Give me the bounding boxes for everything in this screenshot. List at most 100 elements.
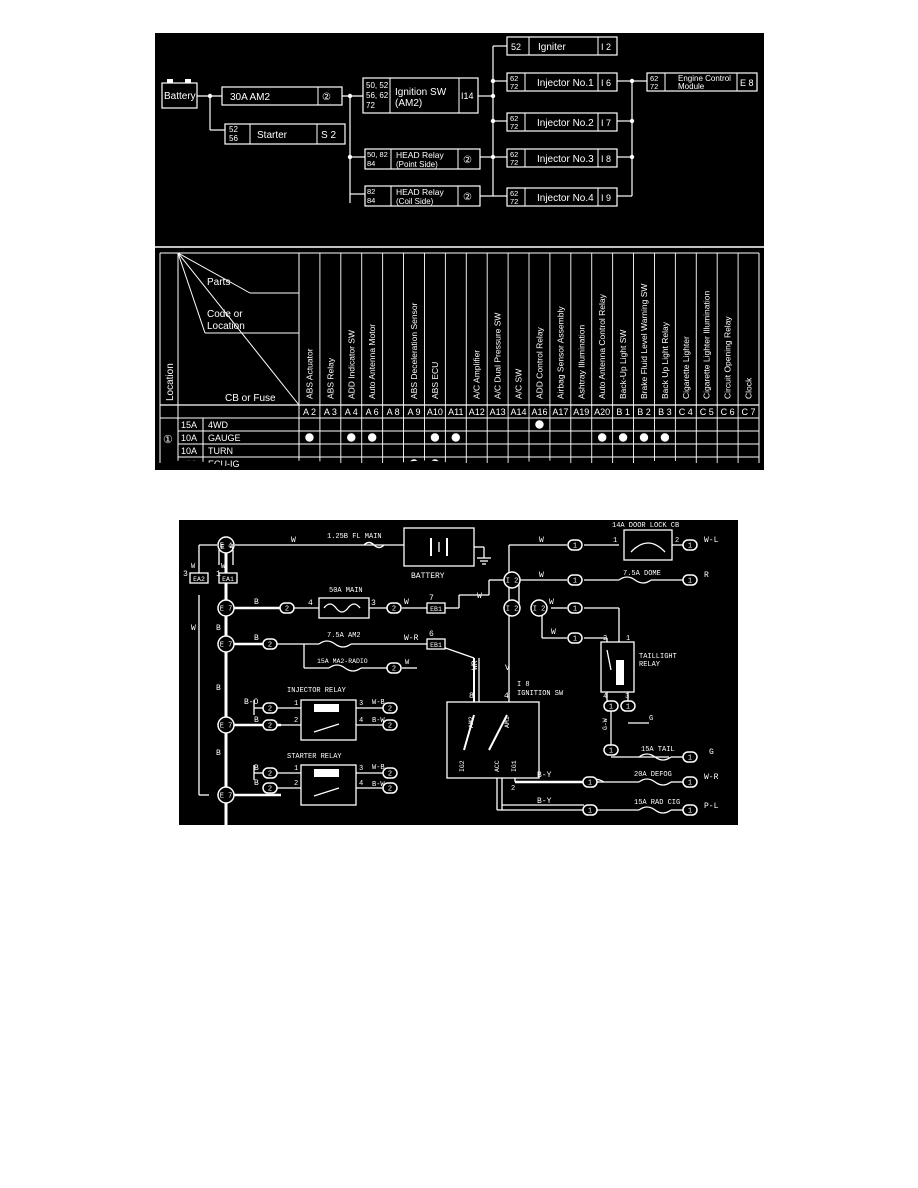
injector-pins1: 62: [510, 150, 518, 159]
connector-oval: 1: [682, 574, 698, 586]
column-part-label: Brake Fluid Level Warning SW: [639, 284, 649, 399]
connector-oval: 1: [567, 602, 583, 614]
wire-b-4: B: [254, 764, 259, 773]
connector-pin: 1: [609, 704, 613, 712]
row-fuse: 4WD: [208, 420, 229, 430]
location-ref: ①: [163, 434, 173, 446]
connector-pin: 2: [388, 706, 392, 714]
table-dot: [597, 433, 607, 442]
pin-am1: AM1: [504, 716, 511, 728]
wire-v: V: [505, 664, 510, 673]
connector-box: EA2: [189, 572, 209, 584]
tl-pin3: 3: [625, 693, 629, 701]
head-coil-pins2: 84: [367, 196, 375, 205]
ignition-pins3: 72: [366, 101, 375, 110]
column-code-label: A11: [448, 407, 463, 417]
fuse-am2-label: 30A AM2: [230, 92, 270, 103]
pin-acc: ACC: [494, 760, 501, 772]
rad-cig-label: 15A RAD CIG: [634, 799, 680, 807]
injector-pins2: 72: [510, 197, 518, 206]
code-header: Code or: [207, 309, 243, 320]
connector-box: EB1: [426, 602, 446, 614]
column-code-label: A12: [469, 407, 485, 417]
column-part-label: A/C SW: [514, 369, 524, 399]
tl-pin4: 4: [603, 693, 607, 701]
ecm-label: Engine Control: [678, 74, 731, 83]
connector-label: I 2: [506, 606, 519, 614]
st-pin1: 1: [294, 765, 298, 773]
dome-label: 7.5A DOME: [623, 570, 661, 578]
column-part-label: ABS Relay: [325, 357, 335, 399]
table-dot: [660, 433, 670, 442]
connector-pin: 1: [573, 578, 577, 586]
column-code-label: A 2: [303, 407, 316, 417]
column-code-label: B 3: [658, 407, 672, 417]
connector-pin: 2: [268, 771, 272, 779]
wire-b-3: B: [254, 716, 259, 725]
column-part-label: Clock: [744, 377, 754, 399]
column-code-label: A16: [531, 407, 547, 417]
taillight-label: TAILLIGHT: [639, 653, 677, 661]
column-part-label: ABS Actuator: [304, 348, 314, 399]
head-relay-coil-block: 82 84 HEAD Relay (Coil Side) ②: [364, 185, 481, 207]
connector-e4: E 4: [217, 536, 235, 554]
connector-label: E 7: [220, 606, 233, 614]
injector-pins1: 62: [510, 114, 518, 123]
fuse-table: Parts Code or Location CB or Fuse Locati…: [155, 246, 764, 470]
connector-box-label: EA1: [222, 576, 234, 583]
column-part-label: ABS Deceleration Sensor: [409, 302, 419, 399]
injector-code: I 6: [601, 78, 611, 88]
row-amp: 15A: [181, 420, 197, 430]
injector-code: I 9: [601, 193, 611, 203]
st-pin4: 4: [359, 780, 363, 788]
column-part-label: Back Up Light Relay: [660, 321, 670, 399]
column-part-label: A/C Amplifier: [472, 350, 482, 399]
connector-pin: 1: [688, 780, 692, 788]
eb1-pin6: 6: [429, 630, 434, 639]
connector-box-label: EB1: [430, 606, 442, 613]
connector-oval: 2: [262, 702, 278, 714]
location-header: Location: [165, 363, 176, 401]
parts-header: Parts: [207, 277, 230, 288]
connector-oval: 1: [620, 700, 636, 712]
connector-pin: 1: [688, 578, 692, 586]
ecm-label2: Module: [678, 82, 705, 91]
connector-oval: 1: [582, 804, 598, 816]
wiring-labels: E 4 W 1.25B FL MAIN BATTERY 3 1 W W 50A …: [183, 522, 719, 811]
tl-pin2: 2: [603, 635, 607, 643]
connector-label: I 2: [506, 578, 519, 586]
connector-oval: 1: [603, 700, 619, 712]
wire-bw-2: B-W: [372, 781, 385, 789]
connector-oval: 2: [382, 719, 398, 731]
column-part-label: Cigarette Lighter Illumination: [702, 291, 712, 399]
table-dot: [535, 420, 544, 429]
column-part-label: ABS ECU: [430, 362, 440, 399]
injector-pins1: 62: [510, 189, 518, 198]
connector-e7: E 7: [217, 716, 235, 734]
battery-block: Battery: [161, 79, 198, 109]
cb-pin1: 1: [613, 537, 617, 545]
wire-w-i2: W: [477, 592, 482, 601]
injector-pins2: 72: [510, 82, 518, 91]
wire-wb-2: W-B: [372, 764, 385, 772]
power-distribution-panel: Battery 30A AM2 ② 52 56 Starter S 2 50, …: [155, 33, 764, 470]
injector-label: Injector No.3: [537, 154, 594, 165]
column-code-label: C 6: [721, 407, 735, 417]
ign-label: IGNITION SW: [517, 690, 564, 698]
connector-pin: 1: [609, 748, 613, 756]
column-part-label: Cigarette Lighter: [681, 336, 691, 399]
connector-oval: 2: [279, 602, 295, 614]
connector-e7: E 7: [217, 599, 235, 617]
column-code-label: C 7: [742, 407, 756, 417]
column-code-label: A19: [573, 407, 589, 417]
wire-b-1: B: [254, 598, 259, 607]
ignition-label: Ignition SW: [395, 87, 447, 98]
am2-label: 7.5A AM2: [327, 632, 361, 640]
connector-oval: 2: [262, 719, 278, 731]
wire-wb-1: W-B: [372, 699, 385, 707]
column-code-label: A20: [594, 407, 610, 417]
connector-pin: 2: [392, 666, 396, 674]
battery-label: Battery: [164, 91, 196, 102]
